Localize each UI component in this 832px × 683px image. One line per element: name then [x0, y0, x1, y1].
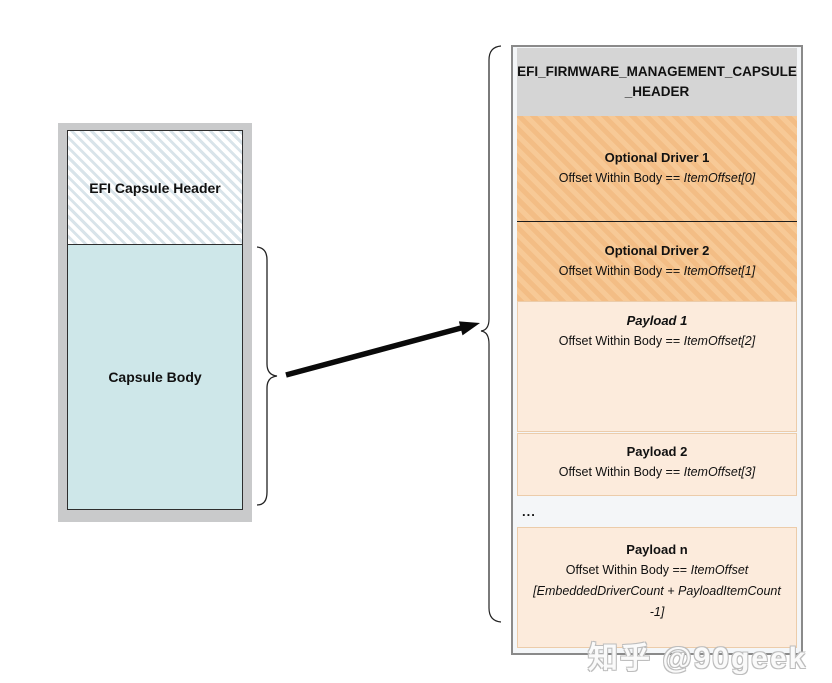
payload-n-section: Payload n Offset Within Body == ItemOffs…: [517, 527, 797, 648]
offset-value: ItemOffset[2]: [683, 334, 756, 348]
optional-driver-2: Optional Driver 2 Offset Within Body == …: [517, 222, 797, 301]
payload-1-section: Payload 1 Offset Within Body == ItemOffs…: [517, 301, 797, 432]
payload-1-offset: Offset Within Body == ItemOffset[2]: [518, 331, 796, 352]
capsule-body-section: Capsule Body: [68, 245, 242, 509]
offset-value: ItemOffset [EmbeddedDriverCount + Payloa…: [533, 563, 781, 619]
efi-capsule-header-label: EFI Capsule Header: [89, 179, 221, 196]
payload-1-title: Payload 1: [626, 313, 688, 328]
optional-driver-2-title: Optional Driver 2: [604, 243, 710, 258]
optional-driver-1-title: Optional Driver 1: [604, 150, 710, 165]
efi-capsule-frame: EFI Capsule Header Capsule Body: [58, 123, 252, 522]
driver-separator-line: [517, 221, 797, 222]
ellipsis-label: ...: [522, 503, 536, 519]
payload-2-section: Payload 2 Offset Within Body == ItemOffs…: [517, 433, 797, 496]
optional-driver-1: Optional Driver 1 Offset Within Body == …: [517, 116, 797, 221]
optional-driver-1-offset: Offset Within Body == ItemOffset[0]: [559, 168, 755, 189]
ellipsis-band: ...: [517, 496, 797, 526]
offset-prefix: Offset Within Body ==: [565, 563, 691, 577]
capsule-body-label: Capsule Body: [108, 369, 202, 385]
offset-prefix: Offset Within Body ==: [558, 171, 684, 185]
fmp-capsule-container: EFI_FIRMWARE_MANAGEMENT_CAPSULE _HEADER …: [511, 45, 803, 655]
payload-2-offset: Offset Within Body == ItemOffset[3]: [518, 462, 796, 483]
optional-driver-2-offset: Offset Within Body == ItemOffset[1]: [559, 261, 755, 282]
fmp-container-brace: [480, 45, 502, 623]
payload-n-title: Payload n: [626, 542, 688, 557]
watermark: 知乎 @90geek: [588, 642, 808, 675]
optional-drivers-section: Optional Driver 1 Offset Within Body == …: [517, 116, 797, 301]
efi-capsule-header-section: EFI Capsule Header: [68, 131, 242, 245]
offset-prefix: Offset Within Body ==: [558, 465, 684, 479]
capsule-body-brace: [256, 246, 278, 506]
offset-prefix: Offset Within Body ==: [558, 334, 684, 348]
offset-prefix: Offset Within Body ==: [558, 264, 684, 278]
offset-value: ItemOffset[1]: [683, 264, 756, 278]
mapping-arrow: [285, 321, 480, 378]
fmp-header-title: EFI_FIRMWARE_MANAGEMENT_CAPSULE _HEADER: [517, 64, 797, 99]
efi-capsule-box: EFI Capsule Header Capsule Body: [67, 130, 243, 510]
payload-2-title: Payload 2: [626, 444, 688, 459]
fmp-header-section: EFI_FIRMWARE_MANAGEMENT_CAPSULE _HEADER: [517, 48, 797, 116]
payload-n-offset: Offset Within Body == ItemOffset [Embedd…: [518, 560, 796, 623]
offset-value: ItemOffset[0]: [683, 171, 756, 185]
offset-value: ItemOffset[3]: [683, 465, 756, 479]
